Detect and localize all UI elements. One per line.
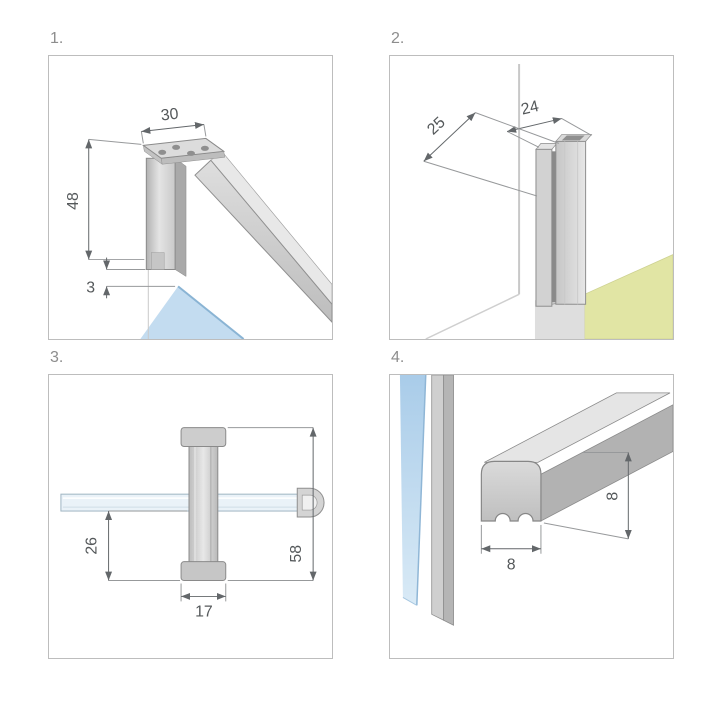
panel-3: 3. (48, 349, 335, 684)
panel-2-label: 2. (391, 30, 405, 47)
panel-2-box: 24 25 (389, 55, 674, 340)
rail-cross-section (480, 460, 542, 522)
screw-holes (158, 144, 209, 156)
glass-panel (140, 285, 245, 339)
glass-channel-profile (555, 134, 593, 305)
dimension-gap: 3 (86, 257, 176, 299)
mounting-plate (141, 137, 226, 165)
dimension-clamp-width: 17 (180, 583, 227, 620)
panel-2: 2. (389, 30, 676, 365)
panel-1-box: 30 48 3 (48, 55, 333, 340)
dim-text-8-height: 8 (604, 492, 621, 501)
panel-3-box: 26 17 58 (48, 374, 333, 659)
dim-text-8-width: 8 (507, 557, 516, 574)
profile-gap-slot (551, 151, 556, 303)
floor (584, 254, 673, 339)
rail-profile (480, 392, 673, 522)
dim-text-3: 3 (86, 279, 95, 296)
panel-2-drawing: 24 25 (423, 63, 673, 339)
dim-text-25: 25 (424, 114, 449, 139)
panel-1-drawing: 30 48 3 (65, 106, 332, 339)
dim-text-58: 58 (288, 545, 305, 563)
panel-1-label: 1. (50, 30, 64, 47)
panel-3-label: 3. (50, 349, 64, 366)
dim-text-17: 17 (195, 603, 213, 620)
dimension-top-width: 30 (140, 106, 207, 144)
vertical-profile (431, 375, 454, 626)
panel-4-drawing: 8 8 (399, 375, 673, 626)
panel-1: 1. (48, 30, 335, 365)
dim-text-48: 48 (65, 192, 82, 210)
clamp-top-cap (180, 427, 227, 447)
wall-profile (145, 157, 187, 277)
panel-4-box: 8 8 (389, 374, 674, 659)
clamp (180, 427, 227, 582)
dimension-profile-width: 8 (480, 524, 542, 574)
panel-4-label: 4. (391, 349, 405, 366)
glass-panel (399, 375, 427, 606)
wall-corner (425, 63, 521, 339)
dim-text-30: 30 (160, 106, 180, 125)
clamp-bottom-cap (180, 561, 227, 582)
dimension-clamp-height: 58 (227, 427, 317, 582)
top-rail (194, 150, 332, 323)
dimension-profile-height: 8 (543, 451, 632, 540)
support-bar (60, 493, 301, 512)
dim-text-24: 24 (519, 98, 540, 119)
dim-text-26: 26 (84, 537, 101, 555)
dimension-height: 48 (65, 138, 145, 261)
bar-end-cap (296, 487, 325, 518)
panel-3-drawing: 26 17 58 (60, 427, 325, 620)
dimension-offset: 26 (84, 510, 188, 582)
panel-4: 4. (389, 349, 676, 684)
dimension-width: 24 (506, 98, 592, 148)
